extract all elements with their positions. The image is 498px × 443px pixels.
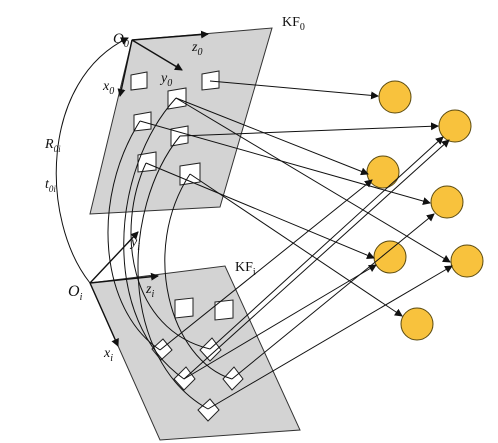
map-point — [450, 244, 484, 278]
yi-label: yi — [129, 235, 140, 253]
ray — [189, 173, 403, 317]
ray — [175, 97, 369, 176]
zi-axis — [89, 272, 159, 284]
keyframe-0-plane — [89, 27, 273, 215]
correspondence-curve — [130, 162, 211, 350]
map-point — [438, 109, 472, 143]
yi-axis — [89, 231, 139, 284]
feature-patch — [137, 151, 157, 173]
ray — [183, 264, 377, 380]
ray — [209, 80, 379, 100]
oi-label: Oi — [68, 283, 83, 303]
correspondence-curve — [164, 173, 233, 380]
y0-axis — [131, 39, 183, 71]
correspondence-curves — [107, 97, 233, 410]
frame-i-axes — [89, 231, 159, 347]
translation-label: t0i — [45, 177, 56, 194]
correspondence-curve — [107, 120, 161, 351]
feature-patch — [174, 297, 194, 319]
rotation-label: R0i — [44, 137, 61, 154]
ray — [231, 213, 435, 380]
ray — [179, 122, 439, 137]
map-point — [400, 307, 434, 341]
map-point — [430, 185, 464, 219]
ray — [183, 139, 450, 380]
feature-patch — [214, 299, 234, 321]
ray — [139, 120, 431, 205]
correspondence-curve — [137, 135, 209, 410]
feature-patch — [130, 71, 148, 91]
zi-label: zi — [145, 282, 154, 300]
y0-label: y0 — [159, 71, 172, 89]
projection-rays — [139, 80, 453, 410]
xi-axis — [89, 282, 119, 347]
z0-axis — [131, 30, 209, 41]
frame-0-axes — [117, 30, 209, 97]
ray — [175, 97, 451, 263]
o0-label: O0 — [113, 31, 129, 50]
feature-patch — [201, 70, 220, 91]
map-point — [378, 80, 412, 114]
z0-label: z0 — [191, 40, 202, 58]
x0-axis — [117, 39, 133, 97]
ray — [209, 136, 444, 350]
relative-pose-arc — [55, 37, 129, 284]
kfi-label: KFi — [235, 260, 256, 278]
xi-label: xi — [103, 346, 113, 364]
ray — [159, 179, 373, 351]
map-point — [373, 240, 407, 274]
kf0-label: KF0 — [282, 15, 305, 33]
map-point — [366, 155, 400, 189]
x0-label: x0 — [102, 79, 114, 97]
ray — [207, 265, 453, 410]
feature-patch — [197, 398, 220, 422]
map-points — [366, 80, 484, 341]
